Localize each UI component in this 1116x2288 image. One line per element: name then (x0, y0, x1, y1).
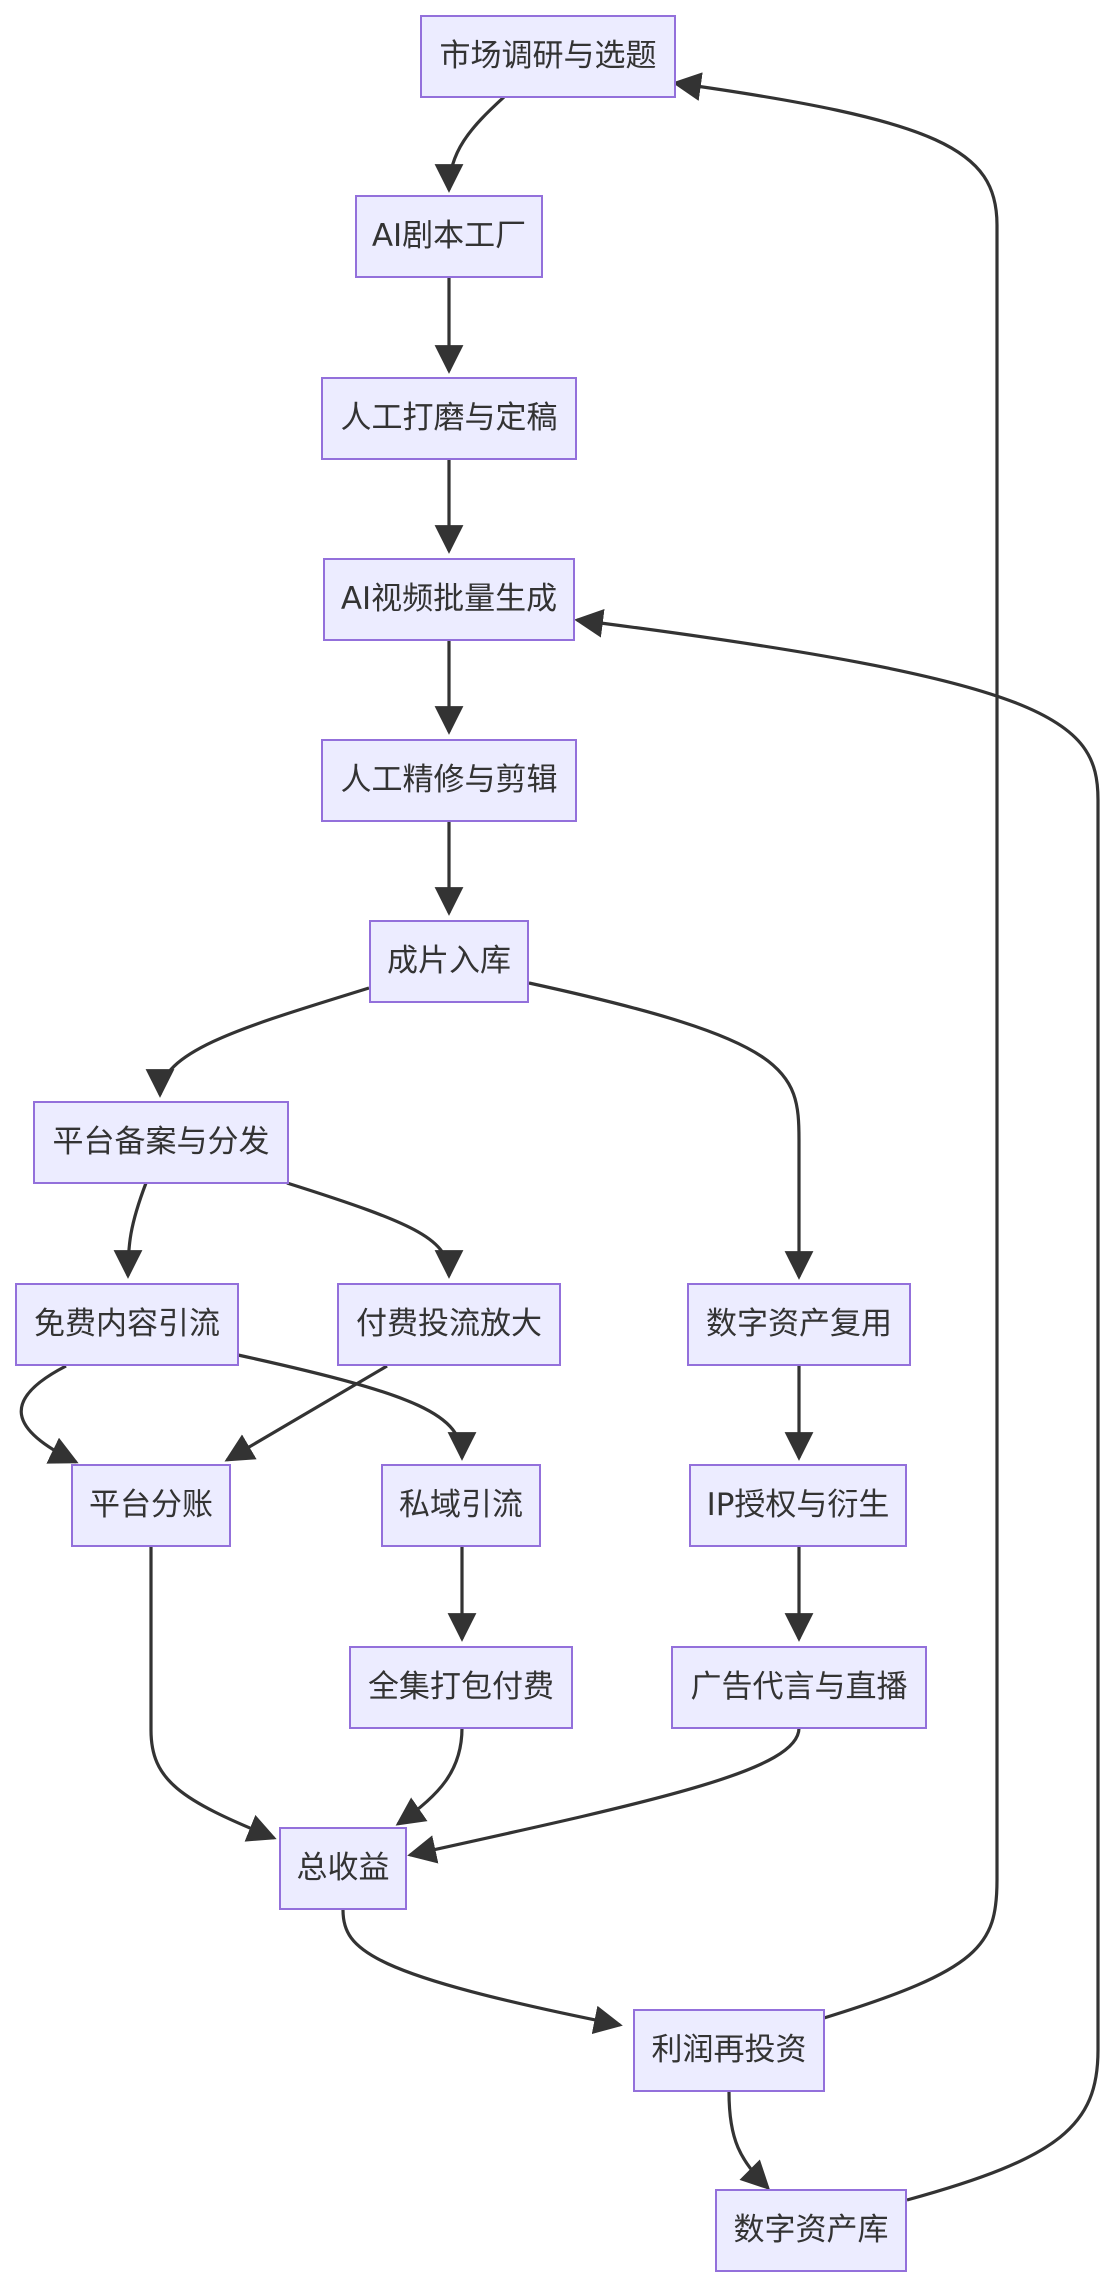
node-label: 广告代言与直播 (691, 1669, 908, 1705)
node-label: 数字资产库 (734, 2212, 889, 2248)
edge-ads-revenue (407, 1727, 801, 1864)
node-label: 利润再投资 (652, 2032, 807, 2068)
node-label: 人工精修与剪辑 (341, 762, 558, 798)
edge-revenue-reinvest (341, 1909, 623, 2035)
node-refine: 人工精修与剪辑 (321, 739, 577, 822)
edges (19, 72, 1100, 2202)
node-label: 免费内容引流 (34, 1306, 220, 1342)
node-ip: IP授权与衍生 (689, 1464, 907, 1547)
node-label: 成片入库 (387, 943, 511, 979)
node-label: 数字资产复用 (706, 1306, 892, 1342)
edge-finished-reuse (528, 981, 814, 1280)
edge-free-private (237, 1353, 477, 1461)
nodes: 市场调研与选题 AI剧本工厂 人工打磨与定稿 AI视频批量生成 人工精修与剪辑 … (15, 15, 927, 2272)
node-split: 平台分账 (71, 1464, 231, 1547)
node-finished: 成片入库 (369, 920, 529, 1003)
node-label: 全集打包付费 (368, 1669, 554, 1705)
node-ai-script: AI剧本工厂 (355, 195, 543, 278)
node-bundle: 全集打包付费 (349, 1646, 573, 1729)
edge-paid-split (224, 1364, 388, 1462)
edge-distribute-free (113, 1182, 148, 1279)
node-revenue: 总收益 (279, 1827, 407, 1910)
node-distribute: 平台备案与分发 (33, 1101, 289, 1184)
node-reinvest: 利润再投资 (633, 2009, 825, 2092)
edge-research-ai-script (434, 95, 506, 193)
edge-reinvest-research (672, 72, 999, 2020)
node-reuse: 数字资产复用 (687, 1283, 911, 1366)
edge-free-split (19, 1364, 79, 1464)
node-label: 市场调研与选题 (440, 38, 657, 74)
node-label: 平台分账 (89, 1487, 213, 1523)
node-label: 平台备案与分发 (53, 1124, 270, 1160)
node-ai-video: AI视频批量生成 (323, 558, 575, 641)
node-label: IP授权与衍生 (707, 1487, 890, 1523)
edge-reinvest-asset-lib (727, 2091, 771, 2191)
node-label: 总收益 (297, 1850, 390, 1886)
node-polish: 人工打磨与定稿 (321, 377, 577, 460)
edge-finished-distribute (145, 986, 370, 1098)
node-ads: 广告代言与直播 (671, 1646, 927, 1729)
node-free: 免费内容引流 (15, 1283, 239, 1366)
edge-split-revenue (149, 1546, 277, 1842)
node-label: AI剧本工厂 (372, 218, 526, 254)
node-label: 人工打磨与定稿 (341, 400, 558, 436)
node-research: 市场调研与选题 (420, 15, 676, 98)
node-label: AI视频批量生成 (341, 581, 557, 617)
edge-asset-lib-ai-video (574, 608, 1100, 2202)
node-paid: 付费投流放大 (337, 1283, 561, 1366)
node-label: 付费投流放大 (356, 1306, 542, 1342)
node-label: 私域引流 (399, 1487, 523, 1523)
node-private: 私域引流 (381, 1464, 541, 1547)
node-asset-lib: 数字资产库 (715, 2189, 907, 2272)
edge-distribute-paid (286, 1181, 464, 1279)
edge-bundle-revenue (395, 1727, 464, 1826)
